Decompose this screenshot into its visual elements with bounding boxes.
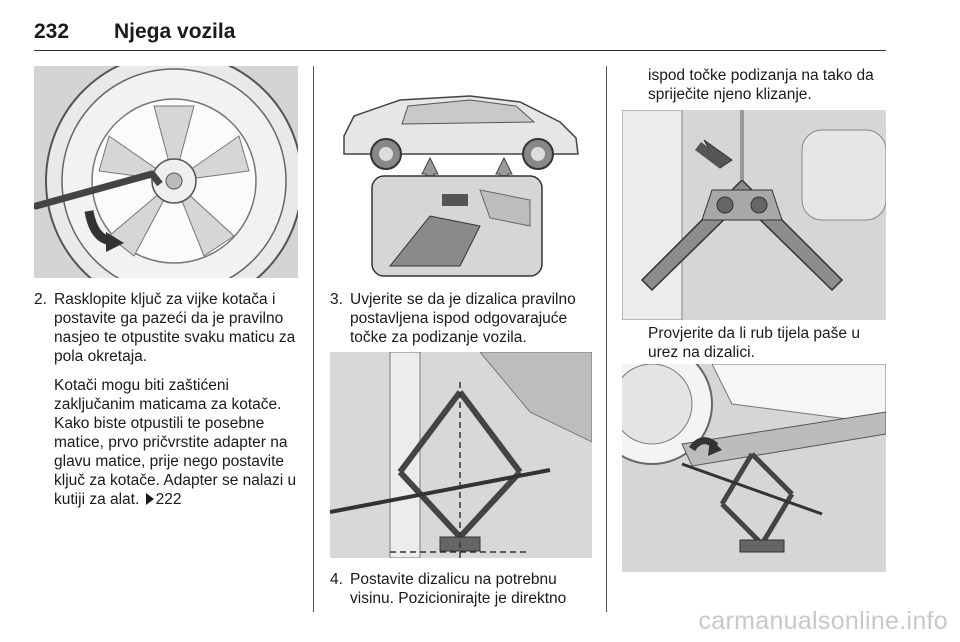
page-number: 232 xyxy=(34,20,70,43)
step-4: 4. Postavite dizalicu na potrebnu visinu… xyxy=(330,570,598,608)
step-2: 2. Rasklopite ključ za vijke kotača i po… xyxy=(34,290,302,366)
column-divider-2 xyxy=(606,66,607,612)
column-1-text: 2. Rasklopite ključ za vijke kotača i po… xyxy=(34,290,302,509)
watermark: carmanualsonline.info xyxy=(698,607,948,635)
column-2-step-3: 3. Uvjerite se da je dizalica pravilno p… xyxy=(330,290,598,347)
note-paragraph: Kotači mogu biti zaštićeni zaključanim m… xyxy=(34,376,302,509)
triangle-arrow-icon xyxy=(145,493,154,505)
jack-head-closeup-illustration xyxy=(622,110,886,320)
step-text: Postavite dizalicu na potrebnu visinu. P… xyxy=(350,571,567,607)
step-text: Rasklopite ključ za vijke kotača i posta… xyxy=(54,291,296,365)
column-2-step-4: 4. Postavite dizalicu na potrebnu visinu… xyxy=(330,570,598,608)
wheel-wrench-illustration xyxy=(34,66,298,278)
step-number: 2. xyxy=(34,291,47,308)
note-text: Kotači mogu biti zaštićeni zaključanim m… xyxy=(54,377,297,508)
page-title: Njega vozila xyxy=(114,20,236,43)
xref-page[interactable]: 222 xyxy=(155,491,182,508)
step-text: Uvjerite se da je dizalica pravilno post… xyxy=(350,291,576,346)
car-lifting-points-illustration xyxy=(330,66,592,278)
step-number: 3. xyxy=(330,291,343,308)
column-3-continued-text: ispod točke podizanja na tako da spriječ… xyxy=(648,67,874,103)
page-header: 232 Njega vozila xyxy=(34,20,886,50)
column-3-check-text: Provjerite da li rub tijela paše u urez … xyxy=(648,325,860,361)
step-number: 4. xyxy=(330,571,343,588)
scissor-jack-illustration xyxy=(330,352,592,558)
jack-under-vehicle-illustration xyxy=(622,364,886,572)
header-rule xyxy=(34,50,886,51)
column-divider-1 xyxy=(313,66,314,612)
step-3: 3. Uvjerite se da je dizalica pravilno p… xyxy=(330,290,598,347)
